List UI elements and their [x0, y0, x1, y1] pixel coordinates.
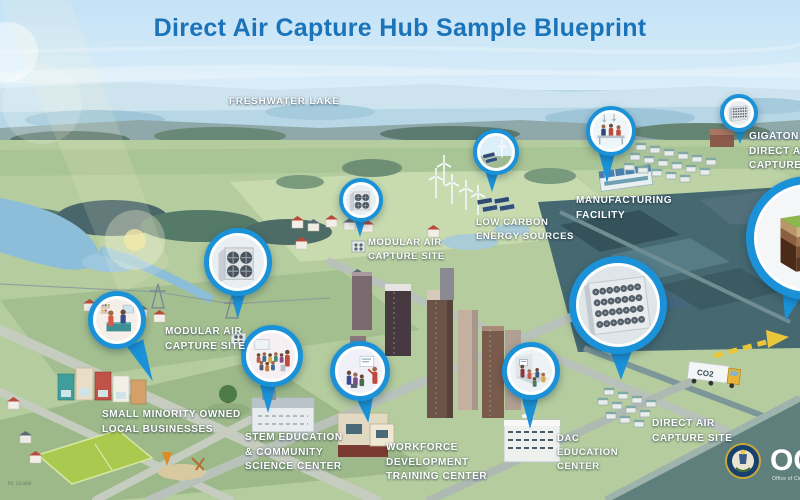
workforce-center-building [337, 412, 395, 458]
label-dac-education: DAC EDUCATION CENTER [557, 433, 619, 472]
page-title: Direct Air Capture Hub Sample Blueprint [153, 14, 647, 42]
fan-unit-icon [346, 185, 376, 215]
pin-stem-education [241, 325, 303, 387]
soccer-field [36, 429, 154, 485]
shop-interior-icon [96, 299, 138, 341]
pin-stem-low-carbon [485, 170, 499, 192]
label-modular-air-capture-west: MODULAR AIR CAPTURE SITE [165, 326, 246, 352]
pin-small-businesses [88, 291, 146, 349]
pin-dac-education [502, 342, 560, 400]
solar-array [476, 196, 516, 213]
warehouse-building [710, 129, 734, 147]
classroom-icon [249, 333, 295, 379]
co2-route-arrow [713, 330, 789, 359]
modular-unit-north [351, 240, 366, 253]
label-modular-air-capture-north: MODULAR AIR CAPTURE SITE [368, 237, 445, 262]
oced-logo: OCED [770, 444, 800, 477]
geologic-storage-icon [757, 187, 800, 289]
fan-wall-icon [579, 266, 657, 344]
pin-workforce-training [330, 341, 390, 401]
storefront-row [57, 367, 147, 405]
oced-subtitle: Office of Clean Energy Demonstrations [772, 476, 800, 482]
scale-note: to scale [8, 481, 32, 487]
pin-stem-dac-education [522, 399, 538, 429]
fan-building-icon [727, 101, 751, 125]
workers-icon [593, 113, 629, 149]
pin-gigaton-dac [720, 94, 758, 132]
label-small-businesses: SMALL MINORITY OWNED LOCAL BUSINESSES [102, 409, 241, 435]
label-manufacturing-facility: MANUFACTURING FACILITY [576, 195, 673, 221]
playground [158, 385, 250, 480]
doe-seal-icon [725, 443, 761, 479]
pin-low-carbon-energy [473, 129, 519, 175]
fan-unit-icon [212, 236, 264, 288]
classroom-room-icon [510, 350, 552, 392]
pin-manufacturing-facility [586, 106, 636, 156]
pin-direct-air-capture [569, 256, 667, 354]
sun-flare [0, 0, 170, 295]
river-and-ponds [0, 198, 530, 304]
pin-stem-workforce [357, 397, 377, 424]
city-buildings [350, 268, 521, 418]
pin-modular-air-capture-west [204, 228, 272, 296]
pin-stem-manufacturing [599, 153, 615, 183]
label-direct-air-capture: DIRECT AIR CAPTURE SITE [652, 418, 733, 444]
training-icon [338, 349, 382, 393]
pin-modular-air-capture-north [339, 178, 383, 222]
label-workforce-training: WORKFORCE DEVELOPMENT TRAINING CENTER [386, 442, 488, 482]
label-stem-education: STEM EDUCATION & COMMUNITY SCIENCE CENTE… [245, 432, 343, 472]
renewables-icon [480, 136, 512, 168]
label-low-carbon-energy: LOW CARBON ENERGY SOURCES [476, 217, 574, 242]
label-gigaton-dac: GIGATON SCALE DIRECT AIR CAPTURE SITE [749, 131, 800, 171]
pin-stem-stem-education [260, 385, 276, 413]
co2-truck-label: CO2 [697, 368, 715, 379]
freshwater-lake-label: FRESHWATER LAKE [229, 96, 340, 107]
co2-truck: CO2 [686, 360, 742, 389]
